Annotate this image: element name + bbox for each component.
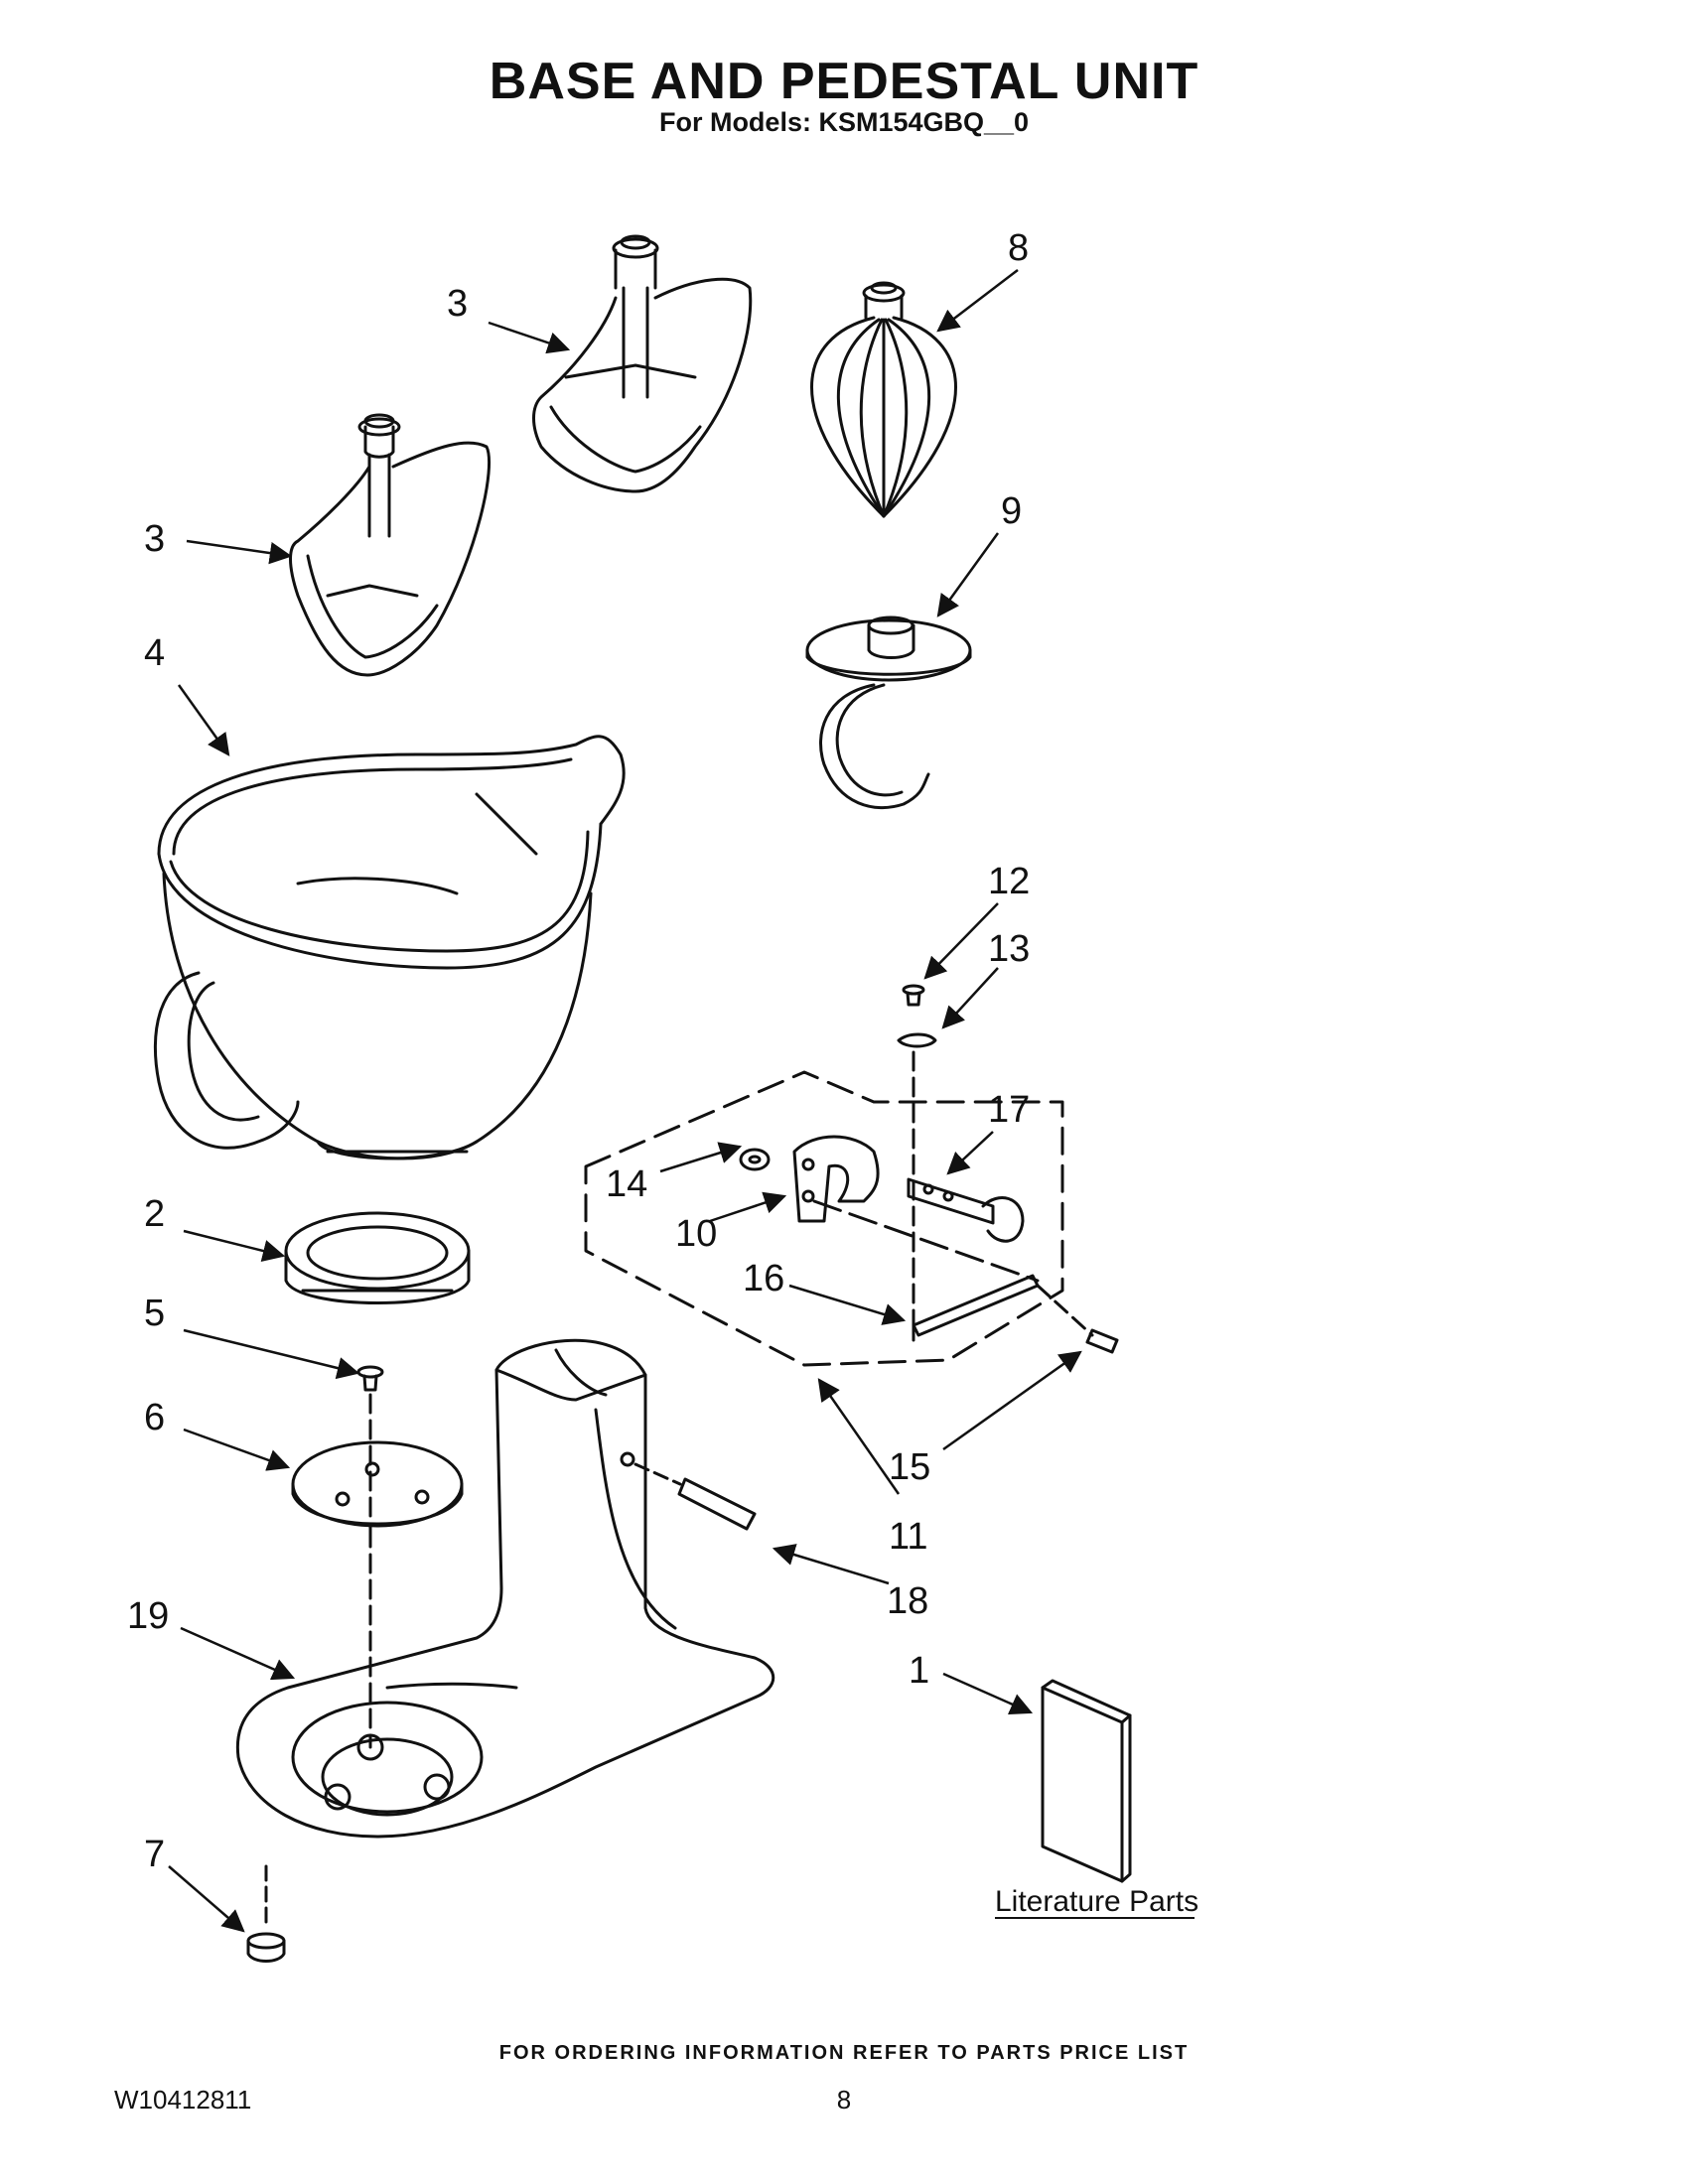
leader-1	[942, 1672, 1034, 1715]
literature-booklet	[1041, 1679, 1132, 1883]
leader-16	[788, 1284, 907, 1325]
callout-12: 12	[988, 861, 1030, 902]
flat-beater-top	[532, 234, 753, 493]
leader-7	[168, 1865, 245, 1933]
dough-hook	[805, 615, 972, 810]
mixing-bowl	[153, 735, 626, 1160]
leader-19	[180, 1626, 296, 1681]
washer-14	[739, 1148, 771, 1171]
callout-15: 15	[889, 1446, 930, 1488]
leader-2	[183, 1229, 286, 1263]
wire-whip	[810, 281, 957, 518]
callout-1: 1	[909, 1650, 929, 1692]
leader-14	[659, 1142, 743, 1173]
set-screw	[1036, 1284, 1119, 1354]
callout-13: 13	[988, 928, 1030, 970]
callout-8: 8	[1008, 227, 1029, 269]
callout-3-left: 3	[144, 518, 165, 560]
leader-4	[177, 684, 230, 756]
pedestal-kit-boundary	[584, 1070, 1064, 1367]
leader-3b	[186, 539, 293, 565]
callout-19: 19	[127, 1595, 169, 1637]
leader-12	[923, 902, 999, 980]
callout-18: 18	[887, 1580, 928, 1622]
callout-2: 2	[144, 1193, 165, 1235]
ordering-note: FOR ORDERING INFORMATION REFER TO PARTS …	[498, 2042, 1190, 2064]
callout-6: 6	[144, 1397, 165, 1438]
callout-16: 16	[743, 1258, 784, 1299]
locking-rod	[812, 1199, 1040, 1337]
callout-10: 10	[675, 1213, 717, 1255]
callout-14: 14	[606, 1163, 647, 1205]
page-number: 8	[836, 2085, 852, 2115]
callout-17: 17	[988, 1089, 1030, 1131]
rubber-foot	[246, 1864, 286, 1963]
leader-3a	[488, 321, 571, 354]
hinge-pin	[633, 1462, 757, 1531]
callout-4: 4	[144, 632, 165, 674]
literature-parts-label: Literature Parts	[995, 1885, 1198, 1918]
page-title: BASE AND PEDESTAL UNIT	[489, 53, 1199, 110]
leader-6	[183, 1428, 291, 1471]
leader-17	[946, 1131, 994, 1175]
bracket-10	[792, 1135, 880, 1223]
leader-8	[936, 269, 1019, 333]
leader-5	[183, 1328, 360, 1380]
pedestal-base	[235, 1338, 775, 1839]
callout-3-top: 3	[447, 283, 468, 325]
model-subtitle: For Models: KSM154GBQ__0	[658, 107, 1030, 137]
callout-9: 9	[1001, 490, 1022, 532]
leader-9	[936, 532, 1000, 617]
bowl-clamping-plate	[291, 1440, 464, 1749]
callout-11: 11	[889, 1516, 927, 1558]
trim-band	[284, 1211, 471, 1304]
lock-lever	[907, 1177, 1025, 1243]
leader-10	[709, 1191, 787, 1223]
leader-13	[941, 967, 999, 1029]
callout-7: 7	[144, 1834, 165, 1875]
screw-5	[356, 1365, 384, 1531]
screw-and-washer	[897, 984, 937, 1342]
leader-18	[772, 1544, 890, 1585]
leader-11	[817, 1378, 901, 1495]
flat-beater-left	[289, 413, 491, 677]
leader-15	[942, 1350, 1082, 1451]
document-number: W10412811	[114, 2085, 252, 2115]
callout-5: 5	[144, 1293, 165, 1334]
